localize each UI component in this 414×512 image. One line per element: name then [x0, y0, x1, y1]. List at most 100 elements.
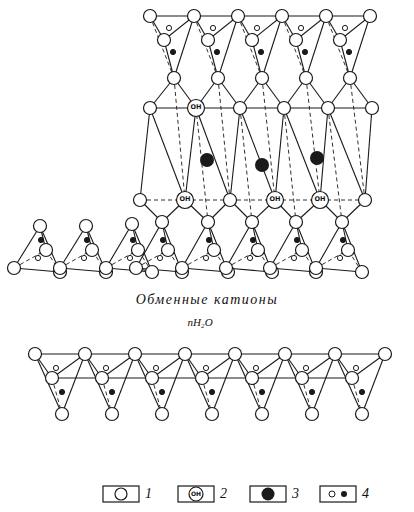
oxygen-atom: [206, 408, 219, 421]
oxygen-atom: [322, 102, 335, 115]
silicon-sample: [341, 491, 347, 497]
oxygen-atom: [132, 244, 145, 257]
tetrahedral-cation: [166, 25, 171, 30]
oxygen-atom: [212, 72, 225, 85]
oxygen-atom: [96, 372, 109, 385]
oxygen-atom: [224, 194, 237, 207]
oxygen-atom: [176, 262, 189, 275]
edge-line: [262, 16, 282, 78]
edge-line: [275, 108, 284, 200]
oxygen-atom: [79, 348, 92, 361]
oxygen-atom: [359, 194, 372, 207]
oxygen-atom: [34, 220, 47, 233]
oxygen-atom: [220, 262, 233, 275]
tetrahedral-cation: [206, 237, 211, 242]
edge-line: [240, 108, 275, 200]
oxygen-atom: [334, 34, 347, 47]
legend-number: 3: [292, 486, 299, 501]
tetrahedral-cation: [84, 237, 89, 242]
tetrahedral-cation: [342, 25, 347, 30]
oxygen-atom: [234, 102, 247, 115]
edge-line: [60, 226, 86, 268]
edge-line: [226, 222, 252, 268]
edge-line: [185, 354, 212, 414]
edge-line: [150, 108, 185, 200]
edge-line: [185, 108, 196, 200]
hidden-edge: [282, 16, 306, 78]
oxygen-atom: [144, 102, 157, 115]
edge-line: [362, 354, 385, 414]
tetrahedral-cation: [353, 365, 358, 370]
tetrahedral-cation: [250, 237, 255, 242]
edge-line: [262, 354, 285, 414]
oxygen-atom: [379, 348, 392, 361]
oxygen-atom: [46, 372, 59, 385]
tetrahedral-cation: [153, 365, 158, 370]
oxygen-atom: [296, 372, 309, 385]
tetrahedral-cation: [309, 389, 314, 394]
oxygen-atom: [179, 348, 192, 361]
edge-line: [196, 108, 230, 200]
legend-box: [320, 486, 356, 502]
oxygen-atom: [276, 10, 289, 23]
oxygen-atom: [202, 216, 215, 229]
tetrahedral-cation: [203, 365, 208, 370]
edge-line: [230, 108, 240, 200]
hydroxyl-atom: [267, 192, 284, 209]
edge-line: [62, 354, 85, 414]
edge-line: [312, 354, 335, 414]
hydroxyl-atom: [188, 100, 205, 117]
edge-line: [365, 108, 372, 200]
edge-line: [302, 377, 352, 378]
water-caption: nH₂O: [187, 316, 212, 328]
oxygen-atom: [252, 244, 265, 257]
tetrahedral-cation: [203, 255, 208, 260]
oxygen-atom: [56, 408, 69, 421]
edge-line: [135, 354, 162, 414]
hidden-edge: [306, 78, 320, 200]
oxygen-atom: [80, 220, 93, 233]
edge-line: [235, 353, 285, 354]
tetrahedral-cation: [210, 25, 215, 30]
tetrahedral-cation: [35, 255, 40, 260]
octahedral-cation: [310, 151, 324, 165]
edge-line: [335, 353, 385, 354]
hidden-edge: [218, 78, 230, 200]
oxygen-atom: [156, 216, 169, 229]
tetrahedral-cation: [291, 255, 296, 260]
oxygen-atom: [232, 10, 245, 23]
edge-line: [306, 16, 326, 78]
oxygen-atom: [356, 266, 369, 279]
oxygen-atom: [86, 244, 99, 257]
edge-line: [185, 353, 235, 354]
legend-number: 2: [220, 486, 227, 501]
oxygen-atom: [146, 372, 159, 385]
tetrahedral-cation: [127, 255, 132, 260]
oxygen-atom: [29, 348, 42, 361]
oxygen-atom: [290, 34, 303, 47]
edge-line: [85, 354, 112, 414]
oxygen-atom: [246, 34, 259, 47]
oxygen-atom: [168, 72, 181, 85]
oxygen-atom: [126, 218, 139, 231]
legend-number: 1: [145, 486, 152, 501]
oxygen-atom: [188, 10, 201, 23]
oxygen-atom: [256, 408, 269, 421]
tetrahedral-cation: [109, 389, 114, 394]
oxygen-atom: [130, 262, 143, 275]
oxygen-atom: [202, 34, 215, 47]
tetrahedral-cation: [346, 49, 351, 54]
oxygen-atom: [290, 216, 303, 229]
oxygen-atom: [346, 372, 359, 385]
tetrahedral-cation: [38, 237, 43, 242]
tetrahedral-cation: [53, 365, 58, 370]
edge-line: [140, 108, 150, 200]
hydroxyl-label: OH: [315, 196, 326, 203]
oxygen-atom: [336, 216, 349, 229]
tetrahedral-cation: [340, 237, 345, 242]
tetrahedral-cation: [214, 49, 219, 54]
legend-box: [178, 486, 214, 502]
hidden-edge: [350, 78, 365, 200]
tetrahedral-cation: [160, 237, 165, 242]
